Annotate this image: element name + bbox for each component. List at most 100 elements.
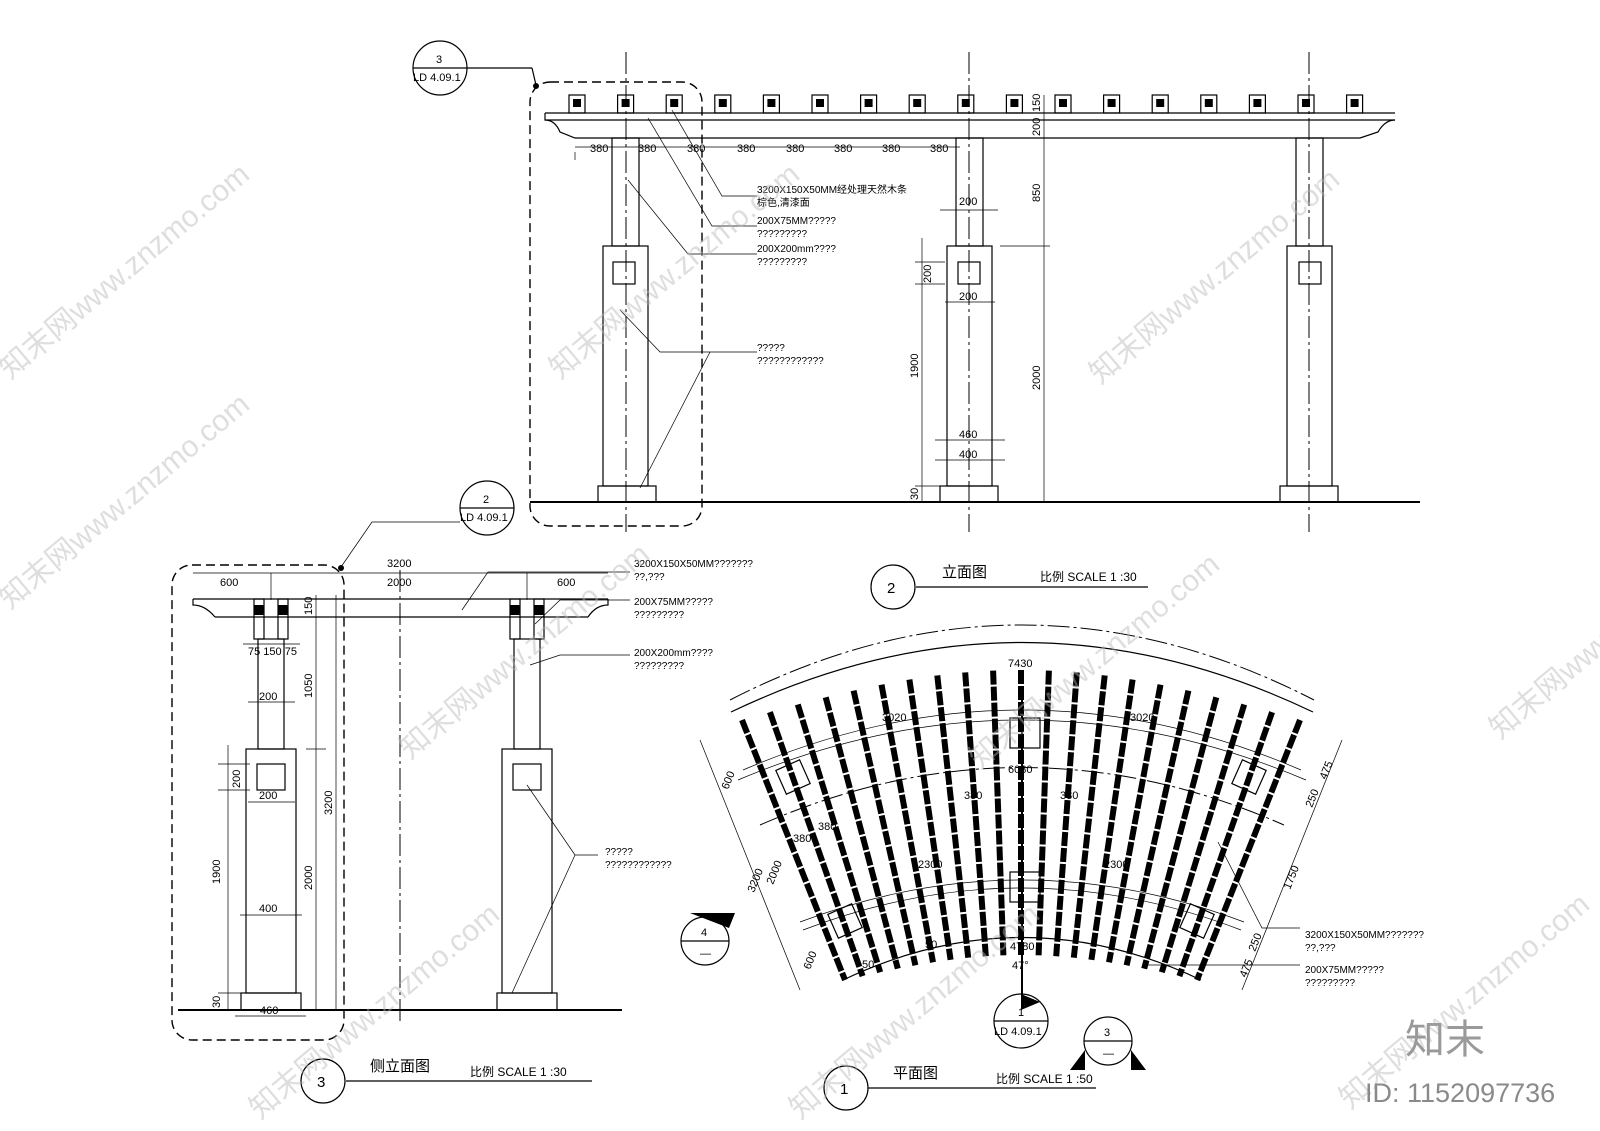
dim-width-600-bottom: 600 bbox=[802, 950, 820, 972]
plan-slat bbox=[1176, 711, 1275, 978]
dim-spacing: 380 bbox=[818, 821, 836, 833]
plan-view: 7430 3020 3020 6080 380 380 380 380 2300… bbox=[680, 624, 1424, 1111]
dim-spacing: 380 bbox=[882, 143, 900, 155]
note-base-sub: ???????????? bbox=[757, 356, 824, 367]
joist-end bbox=[1297, 94, 1315, 114]
joist-end bbox=[568, 94, 586, 114]
note-column-sub: ????????? bbox=[634, 661, 684, 672]
dim-base-inner: 400 bbox=[259, 903, 277, 915]
plan-slat bbox=[1194, 718, 1303, 982]
dim-overhang-left: 600 bbox=[220, 577, 238, 589]
detail-callout-1[interactable]: 1 LD 4.09.1 bbox=[993, 993, 1049, 1049]
view-scale: 比例 SCALE 1 :50 bbox=[996, 1072, 1093, 1086]
view-number: 3 bbox=[317, 1074, 325, 1091]
dim-column-width: 200 bbox=[959, 196, 977, 208]
view-title: 侧立面图 bbox=[370, 1058, 430, 1075]
joist-end bbox=[859, 94, 878, 114]
dim-lower-column: 2000 bbox=[1031, 366, 1043, 390]
plan-slat bbox=[739, 718, 848, 982]
plan-title: 1 平面图 比例 SCALE 1 :50 bbox=[823, 1065, 1096, 1111]
watermark-text: 知末网www.znzmo.com bbox=[1483, 518, 1600, 746]
callout-ref: LD 4.09.1 bbox=[413, 72, 461, 84]
dim-mid-arc: 6080 bbox=[1008, 764, 1032, 776]
watermark-text: 知末网www.znzmo.com bbox=[243, 898, 506, 1126]
detail-boundary bbox=[529, 81, 703, 527]
dim-outer-arc: 7430 bbox=[1008, 658, 1032, 670]
dim-spacing: 380 bbox=[834, 143, 852, 155]
joist-end bbox=[762, 94, 781, 114]
dim-lower-height: 2000 bbox=[303, 866, 315, 890]
plan-slat bbox=[1141, 696, 1220, 970]
note-beam-sub: ????????? bbox=[757, 229, 807, 240]
plan-slat bbox=[822, 696, 901, 970]
front-elevation-joists bbox=[568, 94, 1364, 114]
section-dash: — bbox=[700, 948, 711, 960]
side-elevation: 3200 2000 600 600 75 150 75 200 200 400 … bbox=[171, 480, 753, 1104]
front-elevation: 380 380 380 380 380 380 380 380 bbox=[412, 40, 1420, 610]
side-elevation-leaders: 3200X150X50MM??????? ??,??? 200X75MM????… bbox=[461, 559, 753, 994]
note-joist: 3200X150X50MM??????? bbox=[634, 559, 753, 570]
dim-bracket-split: 75 150 75 bbox=[248, 646, 297, 658]
view-scale: 比例 SCALE 1 :30 bbox=[470, 1065, 567, 1079]
dim-square-width: 200 bbox=[259, 790, 277, 802]
note-joist-material: 3200X150X50MM经处理天然木条 bbox=[757, 183, 907, 196]
dim-total-height: 3200 bbox=[323, 791, 335, 815]
plan-slat bbox=[962, 672, 989, 957]
dim-inner-beam-left: 2300 bbox=[918, 859, 942, 871]
note-joist-sub: ??,??? bbox=[634, 572, 665, 583]
plan-slat bbox=[1035, 670, 1052, 956]
plan-slat bbox=[878, 684, 936, 963]
side-elevation-dims: 3200 2000 600 600 75 150 75 200 200 400 … bbox=[193, 558, 608, 1017]
dim-joist-height: 150 bbox=[1031, 94, 1043, 112]
view-number: 2 bbox=[887, 580, 895, 597]
front-elevation-spacing-dims: 380 380 380 380 380 380 380 380 bbox=[574, 143, 960, 160]
dim-beam-height: 200 bbox=[1031, 118, 1043, 136]
note-joist: 3200X150X50MM??????? bbox=[1305, 930, 1424, 941]
callout-number: 3 bbox=[436, 54, 442, 66]
dim-right-475-bottom: 475 bbox=[1238, 958, 1256, 980]
dim-base-width: 460 bbox=[959, 429, 977, 441]
plan-slat bbox=[1158, 703, 1248, 974]
dim-width-2000: 2000 bbox=[765, 859, 785, 886]
dim-inner-arc: 4780 bbox=[1010, 941, 1034, 953]
dim-base-height: 30 bbox=[211, 996, 223, 1008]
plan-outer-arc bbox=[730, 642, 1314, 713]
dim-base-inner: 400 bbox=[959, 449, 977, 461]
section-number: 4 bbox=[701, 927, 707, 939]
dim-gap-left: 50 bbox=[862, 959, 874, 971]
callout-number: 1 bbox=[1018, 1007, 1024, 1019]
dim-beam-arc-right: 3020 bbox=[1130, 712, 1154, 724]
plan-leaders: 3200X150X50MM??????? ??,??? 200X75MM????… bbox=[1148, 841, 1424, 989]
watermark-text: 知末网www.znzmo.com bbox=[0, 158, 256, 386]
view-scale: 比例 SCALE 1 :30 bbox=[1040, 570, 1137, 584]
dim-column-height: 1900 bbox=[211, 860, 223, 884]
joist-end bbox=[1005, 94, 1024, 114]
dim-right-250-bottom: 250 bbox=[1247, 932, 1265, 954]
note-base: ????? bbox=[757, 343, 785, 354]
plan-slat bbox=[1123, 689, 1192, 966]
callout-ref: LD 4.09.1 bbox=[460, 512, 508, 524]
dim-overhang-right: 600 bbox=[557, 577, 575, 589]
plan-slat bbox=[1106, 684, 1164, 963]
dim-right-1750: 1750 bbox=[1282, 864, 1302, 891]
joist-end bbox=[714, 94, 732, 114]
joist-end bbox=[1200, 94, 1218, 114]
watermark-id: ID: 1152097736 bbox=[1365, 1078, 1555, 1108]
note-beam: 200X75MM????? bbox=[1305, 965, 1384, 976]
detail-callout-3[interactable]: 3 LD 4.09.1 bbox=[412, 40, 539, 96]
joist-end bbox=[811, 94, 829, 114]
note-beam: 200X75MM????? bbox=[757, 216, 836, 227]
dim-beam-height: 150 bbox=[303, 597, 315, 615]
section-marker-4[interactable]: 4 — bbox=[680, 913, 735, 966]
side-elevation-brackets bbox=[253, 598, 545, 640]
joist-end bbox=[957, 94, 975, 114]
front-elevation-title: 2 立面图 比例 SCALE 1 :30 bbox=[870, 564, 1148, 610]
note-beam-sub: ????????? bbox=[1305, 978, 1355, 989]
detail-callout-2[interactable]: 2 LD 4.09.1 bbox=[338, 480, 515, 571]
plan-slat bbox=[1053, 672, 1080, 957]
dim-upper-column: 850 bbox=[1031, 184, 1043, 202]
note-base: ????? bbox=[605, 847, 633, 858]
section-marker-3[interactable]: 3 — bbox=[1070, 1016, 1146, 1071]
callout-number: 2 bbox=[483, 494, 489, 506]
